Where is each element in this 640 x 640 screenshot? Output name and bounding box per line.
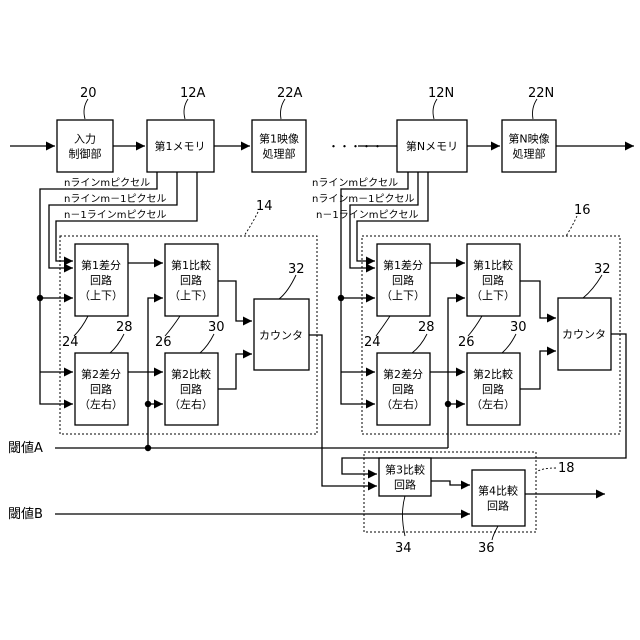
video-n-box <box>502 120 556 172</box>
ref-24-left: 24 <box>62 335 79 350</box>
counter-left-label: カウンタ <box>259 329 303 342</box>
memory-1-label: 第1メモリ <box>155 139 206 153</box>
ref-32-left: 32 <box>288 262 305 277</box>
signal-right-n-m: nラインmピクセル <box>312 177 398 189</box>
signal-left-n-m: nラインmピクセル <box>64 177 150 189</box>
ref-14: 14 <box>256 199 273 214</box>
ref-34: 34 <box>395 541 412 556</box>
cmp4-box <box>472 470 525 526</box>
ref-22a: 22A <box>277 86 303 101</box>
ref-18: 18 <box>558 461 575 476</box>
memory-n-label: 第Nメモリ <box>406 139 458 153</box>
ref-16: 16 <box>574 203 591 218</box>
input-control-box <box>57 120 113 172</box>
ref-22n: 22N <box>528 86 554 101</box>
ref-32-right: 32 <box>594 262 611 277</box>
junction-dot <box>37 295 43 301</box>
signal-right-n-m1: nラインm－1ピクセル <box>312 193 414 205</box>
ref-28-left: 28 <box>116 320 133 335</box>
ref-28-right: 28 <box>418 320 435 335</box>
ref-24-right: 24 <box>364 335 381 350</box>
ref-20: 20 <box>80 86 97 101</box>
video-1-box <box>252 120 306 172</box>
ref-36: 36 <box>478 541 495 556</box>
signal-left-n1-m: n－1ラインmピクセル <box>64 209 166 221</box>
ref-26-left: 26 <box>155 335 172 350</box>
ref-12a: 12A <box>180 86 206 101</box>
ellipsis-label: ・・・・・ <box>328 140 383 153</box>
ref-12n: 12N <box>428 86 454 101</box>
threshold-a-label: 閾値A <box>8 440 43 456</box>
counter-right-label: カウンタ <box>562 328 606 341</box>
ref-30-right: 30 <box>510 320 527 335</box>
ref-26-right: 26 <box>458 335 475 350</box>
junction-dot <box>145 445 151 451</box>
threshold-b-label: 閾値B <box>8 506 43 522</box>
junction-dot <box>338 295 344 301</box>
signal-right-n1-m: n－1ラインmピクセル <box>316 209 418 221</box>
ref-30-left: 30 <box>208 320 225 335</box>
signal-left-n-m1: nラインm－1ピクセル <box>64 193 166 205</box>
junction-dot <box>145 401 151 407</box>
junction-dot <box>445 401 451 407</box>
